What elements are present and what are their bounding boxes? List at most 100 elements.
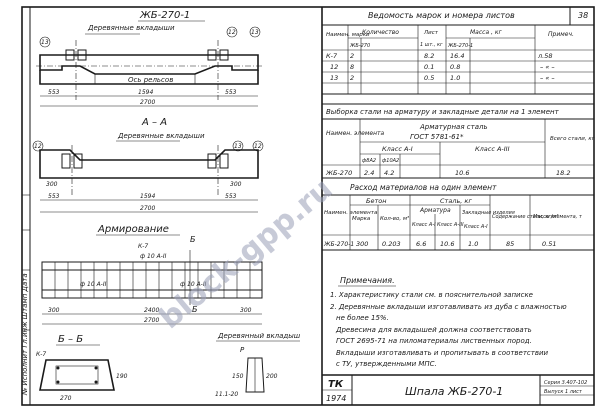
k7-label-b: К-7 xyxy=(36,351,46,358)
bar-label-2: ф 10 А-II xyxy=(80,281,107,288)
mat-a3: 10.6 xyxy=(440,240,454,248)
reinforcement-title: Армирование xyxy=(97,224,169,235)
marks-row3-mark: 13 xyxy=(330,74,338,82)
sheet-number: 38 xyxy=(578,11,588,20)
steel-h-class1: Класс А-I xyxy=(382,145,413,153)
section-aa-view: А – А Деревянные вкладыши 12 13 12 300 3… xyxy=(32,117,264,213)
dim-2700c: 2700 xyxy=(144,317,159,324)
marks-row1-sheet: 8.2 xyxy=(424,52,434,60)
rail-axis-label: Ось рельсов xyxy=(128,76,173,84)
dim-150: 150 xyxy=(232,373,244,380)
note-4: Вкладыши изготавливать и пропитывать в с… xyxy=(336,349,549,357)
section-aa-inserts: Деревянные вкладыши xyxy=(117,132,205,140)
marks-row3-unit: 1.0 xyxy=(450,74,460,82)
marks-table-title: Ведомость марок и номера листов xyxy=(368,11,515,20)
mat-h-arm: Арматура xyxy=(419,207,451,214)
stirrups xyxy=(54,262,251,298)
mat-h-a1: Класс А-I xyxy=(412,222,436,228)
title-block: ТК 1974 Шпала ЖБ-270-1 Серия 3.407-102 В… xyxy=(322,374,594,405)
section-b-mark-2: Б xyxy=(192,305,198,314)
mat-embed: 1.0 xyxy=(468,240,478,248)
sleeper-elevation xyxy=(39,54,259,75)
reinforcement-view: Армирование Б К-7 ф 10 А-II ф 10 А-II xyxy=(41,224,263,325)
side-stamp-text: № Исполнит Гл.инж Штамп Дата xyxy=(21,273,29,396)
marks-row3-note: – « – xyxy=(540,74,555,82)
steel-table: Выборка стали на арматуру и закладные де… xyxy=(322,103,595,179)
mat-h-a3: Класс А-III xyxy=(437,222,464,228)
insert-right xyxy=(207,49,217,61)
marks-h-mark: Наимен. марки xyxy=(326,32,370,38)
materials-title: Расход материалов на один элемент xyxy=(350,183,497,192)
dim-553d: 553 xyxy=(225,193,237,200)
dim-553a: 553 xyxy=(48,89,60,96)
wood-insert-detail-label: Деревянный вкладыш xyxy=(217,332,301,340)
mat-a1: 6.6 xyxy=(416,240,426,248)
dim-1594: 1594 xyxy=(138,89,153,96)
callout-13c: 13 xyxy=(234,143,242,150)
mat-h-mass: Масса элемента, т xyxy=(533,214,583,220)
section-aa-outline xyxy=(39,149,259,179)
mat-grade: 300 xyxy=(356,240,368,248)
wood-inserts-label: Деревянные вкладыши xyxy=(87,24,175,32)
marks-row1-note: л.58 xyxy=(537,52,553,60)
scale-label: 11.1-20 xyxy=(215,391,238,398)
title-series: ТК xyxy=(328,379,344,390)
dim-270: 270 xyxy=(60,395,72,402)
steel-h-total: Всего стали, кг xyxy=(550,136,595,142)
marks-h-mass-sub: ЖБ-270-1 xyxy=(447,43,473,49)
side-stamp: № Исполнит Гл.инж Штамп Дата xyxy=(21,194,30,396)
marks-h-unit: 1 шт., кг xyxy=(420,42,443,48)
marks-row1-unit: 16.4 xyxy=(450,52,464,60)
callout-12a: 12 xyxy=(228,29,236,36)
marks-row2-note: – « – xyxy=(540,63,555,71)
steel-table-title: Выборка стали на арматуру и закладные де… xyxy=(326,108,560,116)
note-3b: ГОСТ 2695-71 на пиломатериалы лиственных… xyxy=(336,337,532,345)
callout-12c: 12 xyxy=(254,143,262,150)
mat-h-embed: Закладные изделия xyxy=(462,210,515,216)
dim-190: 190 xyxy=(116,373,128,380)
steel-h-class2: Класс А-III xyxy=(475,145,510,153)
wood-insert-detail: Деревянный вкладыш Р 150 200 11.1-20 xyxy=(215,332,301,398)
section-bb-outline xyxy=(39,359,115,391)
mat-mass: 0.51 xyxy=(542,240,556,248)
steel-v2: 4.2 xyxy=(384,169,394,177)
title-issue: Выпуск 1 лист xyxy=(544,389,583,395)
bar-label-3: ф 10 А-II xyxy=(180,281,207,288)
steel-total: 18.2 xyxy=(556,169,570,177)
steel-row-name: ЖБ-270 xyxy=(325,169,352,177)
marks-h-qty: Количество xyxy=(362,29,399,36)
sheet-frame xyxy=(21,6,595,406)
marks-h-note: Примеч. xyxy=(548,31,574,38)
callout-13b: 13 xyxy=(251,29,259,36)
dim-300a: 300 xyxy=(46,181,58,188)
callout-13a: 13 xyxy=(41,39,49,46)
marks-row2-mark: 12 xyxy=(330,63,338,71)
note-1: 1. Характеристику стали см. в пояснитель… xyxy=(330,291,533,299)
title-series-ref: Серия 3.407-102 xyxy=(544,380,587,386)
main-view-title: ЖБ-270-1 xyxy=(139,10,190,21)
k7-label: К-7 xyxy=(138,243,148,250)
note-3: Древесина для вкладышей должна соответст… xyxy=(335,326,532,334)
steel-v3: 10.6 xyxy=(455,169,469,177)
bar-label-1: ф 10 А-II xyxy=(140,253,167,260)
mat-h-ratio: Содержание стали, кг/м³ xyxy=(492,214,558,220)
dim-553c: 553 xyxy=(48,193,60,200)
section-bb-view: Б – Б К-7 190 270 xyxy=(36,334,128,402)
marks-row2-qty: 8 xyxy=(350,63,354,71)
dim-r300b: 300 xyxy=(240,307,252,314)
mat-vol: 0.203 xyxy=(382,240,401,248)
marks-h-mass: Масса , кг xyxy=(470,29,502,36)
marks-row3-qty: 2 xyxy=(350,74,354,82)
note-2: 2. Деревянные вкладыши изготавливать из … xyxy=(330,303,567,311)
steel-sub2: ф10А2 xyxy=(382,158,399,164)
marks-h-sheet: Лист xyxy=(423,30,439,36)
mat-h-embed-sub: Класс А-I xyxy=(464,224,488,230)
note-2b: не более 15%. xyxy=(336,314,389,322)
steel-v1: 2.4 xyxy=(364,169,374,177)
marks-row2-unit: 0.8 xyxy=(450,63,460,71)
dim-2400: 2400 xyxy=(144,307,159,314)
dim-300b: 300 xyxy=(230,181,242,188)
dim-1594b: 1594 xyxy=(140,193,155,200)
marks-row3-sheet: 0.5 xyxy=(424,74,434,82)
steel-h-steel: Арматурная сталь xyxy=(419,123,488,131)
